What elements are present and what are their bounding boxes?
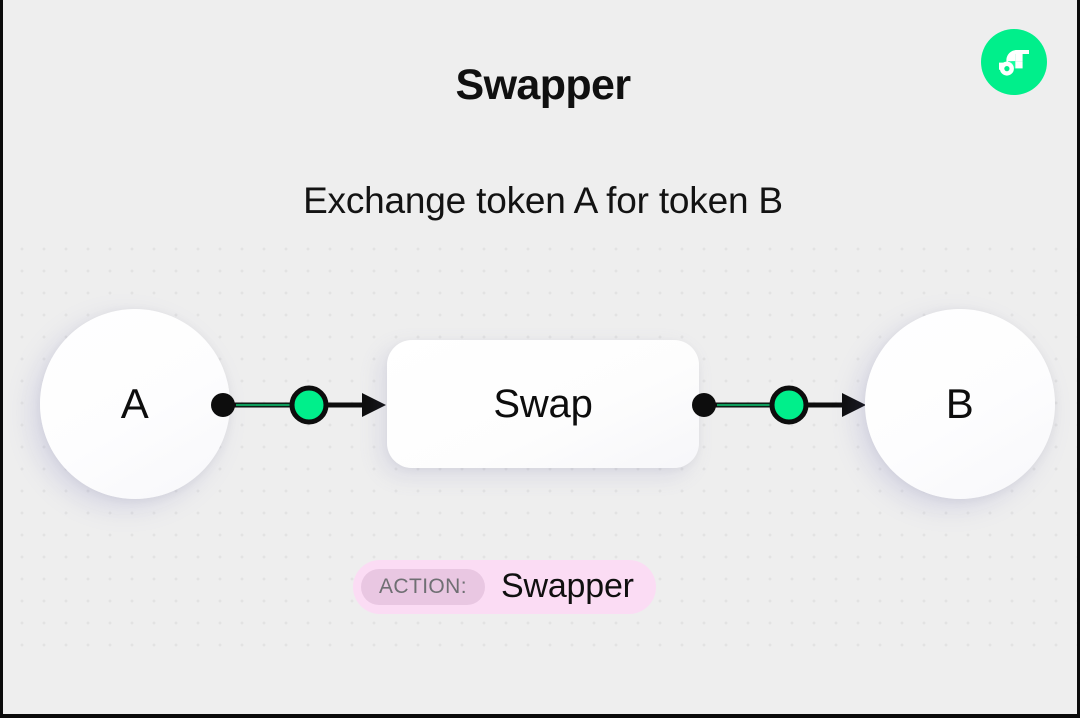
edge-source-dot	[211, 393, 235, 417]
node-a-label: A	[120, 380, 150, 427]
action-badge-key: ACTION:	[361, 569, 485, 605]
edge-swap-to-b	[690, 383, 868, 427]
page-title: Swapper	[455, 61, 631, 109]
flow-logo-icon	[981, 29, 1047, 95]
action-badge: ACTION: Swapper	[353, 560, 656, 614]
edge-green-dot	[769, 385, 809, 425]
edge-a-to-swap	[206, 383, 388, 427]
edge-source-dot	[692, 393, 716, 417]
node-b-label: B	[945, 380, 975, 427]
node-token-b[interactable]: B	[865, 309, 1055, 499]
node-swap[interactable]: Swap	[387, 340, 699, 468]
edge-green-dot	[289, 385, 329, 425]
action-badge-value: Swapper	[500, 566, 634, 605]
node-swap-label: Swap	[493, 381, 593, 426]
page-subtitle: Exchange token A for token B	[303, 180, 783, 221]
node-token-a[interactable]: A	[40, 309, 230, 499]
edge-arrowhead	[362, 393, 386, 417]
edge-arrowhead	[842, 393, 866, 417]
